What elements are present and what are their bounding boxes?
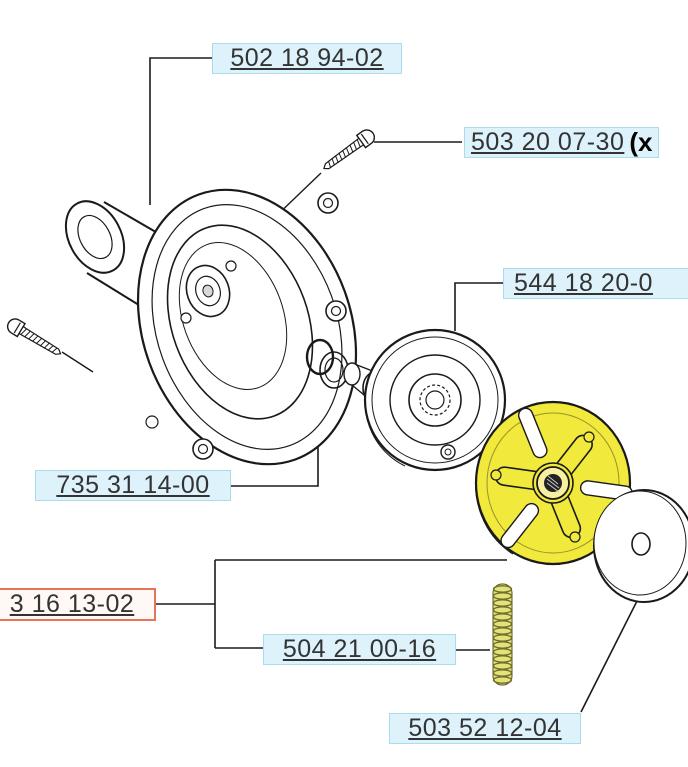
label-drum-part-number[interactable]: 544 18 20-0 [503,268,688,299]
screw-top-drawing [318,126,378,176]
screw-left-drawing [4,315,66,361]
label-clutch-kit-part-number[interactable]: 3 16 13-02 [0,588,156,621]
quantity-suffix: (x [629,127,653,157]
part-number-text: 503 20 07-30 [471,128,625,156]
washer-drawing [593,489,688,603]
spring-drawing [492,583,513,686]
clutch-assembly-drawing [474,400,633,566]
label-screw-part-number[interactable]: 503 20 07-30 (x [464,127,660,158]
crankcase-housing-drawing [64,188,358,466]
part-number-text: 3 16 13-02 [9,590,135,618]
part-number-text: 544 18 20-0 [514,269,653,297]
part-number-text: 504 21 00-16 [282,635,437,663]
label-spring-part-number[interactable]: 504 21 00-16 [263,634,456,665]
part-number-text: 735 31 14-00 [56,471,210,499]
label-washer-part-number[interactable]: 503 52 12-04 [389,713,581,744]
leader-lines [149,57,638,713]
part-number-text: 503 52 12-04 [408,714,562,742]
clutch-drum-drawing [363,328,507,472]
label-retainer-part-number[interactable]: 735 31 14-00 [35,470,231,501]
label-housing-part-number[interactable]: 502 18 94-02 [212,43,402,74]
part-number-text: 502 18 94-02 [230,44,384,72]
